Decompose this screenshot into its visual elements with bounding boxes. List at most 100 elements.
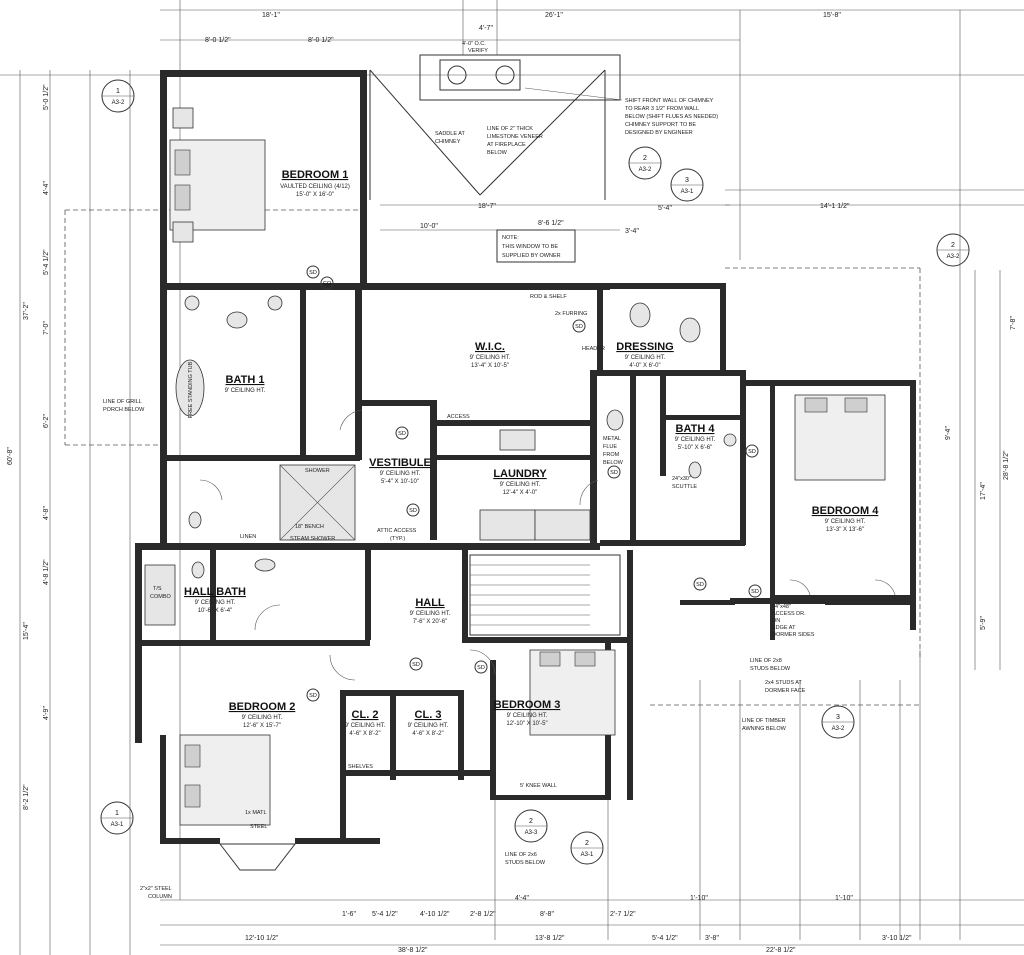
dims-left: 60'-8" 37'-2" 5'-0 1/2" 4'-4" 5'-4 1/2" … <box>7 84 50 810</box>
chimney-note-line2: TO REAR 3 1/2" FROM WALL <box>625 106 699 112</box>
device-tag: SD <box>693 577 707 591</box>
device-tag-label: SD <box>610 470 618 476</box>
access-label: ACCESS <box>447 414 470 420</box>
section-bubbles: 1 A3-2 2 A3-2 3 A3-1 2 A3-2 3 A3-2 <box>100 79 970 865</box>
bubble-sheet: A3-2 <box>832 726 845 732</box>
dim-top-11: 3'-4" <box>625 228 639 235</box>
dormer-access-line5: DORMER SIDES <box>772 632 815 638</box>
chimney <box>369 0 621 200</box>
matl-line1: 1x MATL <box>245 810 267 816</box>
room-size-dressing: 4'-0" X 6'-0" <box>629 363 660 369</box>
dim-bottom-8: 1'-6" <box>342 911 356 918</box>
dim-right-5: 5'-9" <box>980 616 987 630</box>
dim-bottom-4: 5'-4 1/2" <box>652 935 678 942</box>
room-size-bedroom2: 12'-6" X 15'-7" <box>243 723 281 729</box>
dim-left-8: 4'-8" <box>43 506 50 520</box>
room-size-bedroom4: 13'-3" X 13'-6" <box>826 527 864 533</box>
dim-bottom-13: 8'-8" <box>540 911 554 918</box>
dim-bottom-6: 22'-8 1/2" <box>766 947 796 954</box>
dim-top-4: 8'-0 1/2" <box>205 37 231 44</box>
studs-face-line1: 2x4 STUDS AT <box>765 680 803 686</box>
device-tag: SD <box>748 584 762 598</box>
dim-top-6: 4'-7" <box>479 25 493 32</box>
tub <box>175 359 205 417</box>
device-tag-label: SD <box>412 662 420 668</box>
dim-bottom-14: 2'-7 1/2" <box>610 911 636 918</box>
room-ceiling-cl3: 9' CEILING HT. <box>408 723 449 729</box>
room-title-laundry: LAUNDRY <box>493 468 547 480</box>
device-tag: SD <box>306 265 320 279</box>
device-tag: SD <box>409 657 423 671</box>
room-title-bath4: BATH 4 <box>676 423 716 435</box>
room-size-laundry: 12'-4" X 4'-0" <box>503 490 538 496</box>
dim-bottom-11: 2'-8 1/2" <box>470 911 496 918</box>
chimney-note-line3: BELOW (SHIFT FLUES AS NEEDED) <box>625 114 718 120</box>
dim-bottom-9: 5'-4 1/2" <box>372 911 398 918</box>
device-tag: SD <box>406 503 420 517</box>
section-bubble: 3 A3-2 <box>821 705 855 739</box>
combo-line2: COMBO <box>150 594 172 600</box>
steel-column-line2: COLUMN <box>148 894 172 900</box>
section-bubble: 2 A3-1 <box>570 831 604 865</box>
combo-line1: T/S <box>153 586 162 592</box>
dim-left-5: 5'-4 1/2" <box>43 249 50 275</box>
room-ceiling-vestibule: 9' CEILING HT. <box>380 471 421 477</box>
room-title-bedroom1: BEDROOM 1 <box>282 169 349 181</box>
room-ceiling-cl2: 9' CEILING HT. <box>345 723 386 729</box>
veneer-note-line3: AT FIREPLACE <box>487 142 526 148</box>
dormer-access-line2: ACCESS DR. <box>772 611 806 617</box>
device-tag-label: SD <box>309 693 317 699</box>
scuttle-line2: SCUTTLE <box>672 484 697 490</box>
metal-flue-line4: BELOW <box>603 460 624 466</box>
chimney-note-line5: DESIGNED BY ENGINEER <box>625 130 693 136</box>
device-tag: CO <box>320 276 334 290</box>
device-tag: SD <box>607 465 621 479</box>
window-note-line3: SUPPLIED BY OWNER <box>502 253 561 259</box>
timber-note-line2: AWNING BELOW <box>742 726 787 732</box>
section-bubble: 1 A3-2 <box>101 79 135 113</box>
room-title-cl3: CL. 3 <box>415 709 442 721</box>
furring-label: 2x FURRING <box>555 311 587 317</box>
section-bubble: 2 A3-2 <box>628 146 662 180</box>
dormer-access-line1: 24"x48" <box>772 604 791 610</box>
section-bubble: 2 A3-3 <box>514 809 548 843</box>
section-bubble: 1 A3-1 <box>100 801 134 835</box>
dim-top-7: 10'-0" <box>420 223 438 230</box>
bubble-sheet: A3-3 <box>525 830 538 836</box>
dim-top-12: 14'-1 1/2" <box>820 203 850 210</box>
dim-right-2: 17'-4" <box>980 482 987 500</box>
verify-line1: 4'-0" O.C. <box>462 41 486 47</box>
device-tag-label: SD <box>477 665 485 671</box>
bubble-number: 2 <box>643 155 647 162</box>
rod-shelf-label: ROD & SHELF <box>530 294 567 300</box>
bubble-number: 1 <box>116 88 120 95</box>
room-ceiling-laundry: 9' CEILING HT. <box>500 482 541 488</box>
dim-bottom-15: 1'-10" <box>690 895 708 902</box>
dim-left-3: 5'-0 1/2" <box>43 84 50 110</box>
device-tag-label: SD <box>748 449 756 455</box>
veneer-note-line2: LIMESTONE VENEER <box>487 134 543 140</box>
bubble-sheet: A3-2 <box>639 167 652 173</box>
dim-top-10: 5'-4" <box>658 205 672 212</box>
device-tag-label: SD <box>696 582 704 588</box>
room-ceiling-bedroom1: VAULTED CEILING (4/12) <box>280 184 350 190</box>
dim-right-3: 7'-8" <box>1010 316 1017 330</box>
room-size-cl2: 4'-6" X 8'-2" <box>349 731 380 737</box>
studs-face-line2: DORMER FACE <box>765 688 806 694</box>
room-title-cl2: CL. 2 <box>352 709 379 721</box>
room-ceiling-bedroom2: 9' CEILING HT. <box>242 715 283 721</box>
dim-top-5: 8'-0 1/2" <box>308 37 334 44</box>
room-title-bedroom3: BEDROOM 3 <box>494 699 561 711</box>
room-ceiling-dressing: 9' CEILING HT. <box>625 355 666 361</box>
room-size-hall: 7'-6" X 20'-6" <box>413 619 448 625</box>
studs-dormer-line2: STUDS BELOW <box>750 666 791 672</box>
room-ceiling-bedroom3: 9' CEILING HT. <box>507 713 548 719</box>
dim-left-2: 37'-2" <box>23 302 30 320</box>
studs-dormer-line1: LINE OF 2x8 <box>750 658 782 664</box>
room-size-wic: 13'-4" X 10'-5" <box>471 363 509 369</box>
bubble-sheet: A3-1 <box>681 189 694 195</box>
window-note-line2: THIS WINDOW TO BE <box>502 244 558 250</box>
room-title-vestibule: VESTIBULE <box>369 457 431 469</box>
